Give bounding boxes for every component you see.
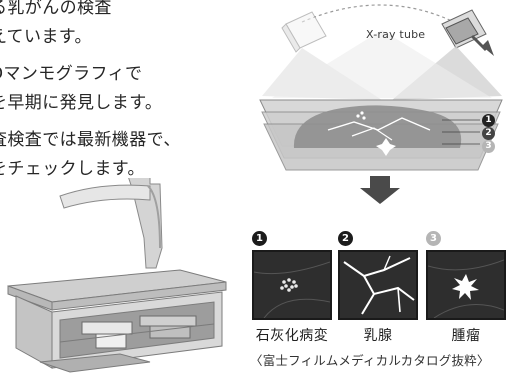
calcification-image <box>254 261 330 318</box>
layer-number-3: 3 <box>482 140 495 153</box>
paragraph-gap <box>0 118 245 126</box>
text-line: えています。 <box>0 27 92 47</box>
mammary-gland-label: 乳腺 <box>363 328 393 344</box>
tomosynthesis-diagram <box>259 4 503 204</box>
calcification-panel <box>252 250 332 320</box>
tumor-image <box>428 259 504 318</box>
layer-number-2: 2 <box>482 127 495 140</box>
xray-tube-label: X-ray tube <box>366 28 426 41</box>
mammography-machine-illustration <box>7 178 227 373</box>
text-line: をチェックします。 <box>0 159 145 179</box>
text-line: Dマンモグラフィで <box>0 64 143 84</box>
text-line: を早期に発見します。 <box>0 93 163 113</box>
text-line: る乳がんの検査 <box>0 0 112 18</box>
description-text: る乳がんの検査 えています。 Dマンモグラフィで を早期に発見します。 査検査で… <box>0 0 245 179</box>
tumor-label: 腫瘤 <box>451 328 481 344</box>
paragraph-gap <box>0 52 245 60</box>
source-credit: 〈富士フィルムメディカルカタログ抜粋〉 <box>250 353 490 368</box>
panel-number-3: 3 <box>426 231 441 246</box>
layer-number-1: 1 <box>482 114 495 127</box>
panel-number-2: 2 <box>338 231 353 246</box>
mammary-gland-panel <box>338 250 418 320</box>
ghost-xray-tube <box>281 11 327 53</box>
tumor-panel <box>426 250 506 320</box>
mammary-gland-image <box>343 255 415 315</box>
text-line: 査検査では最新機器で、 <box>0 130 181 150</box>
calcification-label: 石灰化病変 <box>255 328 329 344</box>
panel-number-1: 1 <box>252 231 267 246</box>
